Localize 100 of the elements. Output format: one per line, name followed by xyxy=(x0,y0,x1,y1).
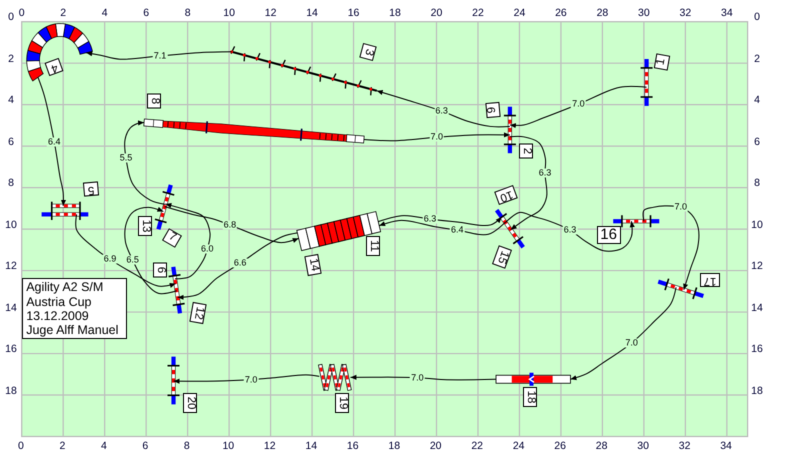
axis-label: 6 xyxy=(143,6,150,18)
course-line xyxy=(86,51,232,60)
axis-label: 16 xyxy=(751,343,763,356)
course-line xyxy=(164,206,300,244)
axis-label: 6 xyxy=(754,136,760,148)
axis-label: 10 xyxy=(751,218,763,231)
number-card: 20 xyxy=(182,393,197,414)
tunnel xyxy=(296,211,382,252)
curved-tunnel xyxy=(26,23,93,82)
axis-label: 10 xyxy=(5,218,17,231)
info-text: Austria Cup xyxy=(26,294,92,309)
hurdle xyxy=(613,215,660,228)
course-line xyxy=(350,374,497,380)
course-line xyxy=(378,220,506,236)
course-line xyxy=(173,374,320,384)
hurdle xyxy=(154,184,174,230)
axis-label: 0 xyxy=(8,11,14,24)
axis-label: 20 xyxy=(430,6,442,18)
course-line xyxy=(177,232,298,300)
distance-label: 6.9 xyxy=(102,254,118,264)
distance-label: 6.0 xyxy=(200,244,215,254)
axis-label: 8 xyxy=(184,6,191,18)
axis-label: 18 xyxy=(389,6,401,18)
hurdle xyxy=(504,106,516,154)
info-text: 13.12.2009 xyxy=(26,308,89,323)
axis-label: 8 xyxy=(754,177,760,190)
info-text: Juge Alff Manuel xyxy=(26,322,120,338)
weave-poles xyxy=(230,46,378,96)
axis-label: 34 xyxy=(721,6,733,18)
course-line xyxy=(376,90,510,128)
axis-label: 30 xyxy=(637,440,649,452)
distance-label: 6.3 xyxy=(422,214,438,224)
number-card: 5 xyxy=(82,182,99,197)
course-line xyxy=(75,214,176,288)
axis-label: 14 xyxy=(751,302,763,314)
axis-label: 0 xyxy=(18,440,24,452)
axis-label: 6 xyxy=(8,136,14,148)
axis-label: 30 xyxy=(638,6,650,18)
axis-label: 12 xyxy=(264,6,276,18)
axis-label: 18 xyxy=(5,384,17,397)
distance-label: 6.5 xyxy=(125,256,140,264)
axis-label: 10 xyxy=(223,6,235,18)
axis-label: 2 xyxy=(8,52,14,65)
axis-label: 12 xyxy=(264,440,276,452)
axis-label: 8 xyxy=(8,177,14,190)
axis-label: 4 xyxy=(8,94,14,106)
hurdle xyxy=(640,59,653,106)
axis-label: 18 xyxy=(388,440,400,452)
axis-label: 16 xyxy=(348,6,360,18)
distance-label: 7.0 xyxy=(674,202,688,212)
board-obstacle xyxy=(496,372,571,386)
axis-label: 24 xyxy=(512,440,524,452)
axis-label: 32 xyxy=(680,6,692,18)
axis-label: 14 xyxy=(306,6,318,18)
axis-label: 24 xyxy=(514,6,526,18)
course-line xyxy=(642,205,700,290)
hurdle xyxy=(168,266,185,314)
axis-label: 0 xyxy=(754,11,760,24)
number-card: 19 xyxy=(334,393,349,414)
course-line xyxy=(570,286,677,380)
distance-label: 6.6 xyxy=(232,258,248,268)
axis-label: 16 xyxy=(346,440,359,452)
axis-label: 8 xyxy=(184,440,190,452)
axis-label: 28 xyxy=(596,440,608,452)
axis-label: 4 xyxy=(102,6,108,18)
hurdle xyxy=(494,208,525,248)
number-card: 13 xyxy=(138,216,152,236)
axis-label: 26 xyxy=(554,440,566,452)
axis-label: 32 xyxy=(678,440,690,452)
axis-label: 28 xyxy=(596,6,608,18)
course-line xyxy=(124,120,166,205)
course-line xyxy=(37,76,66,206)
axis-label: 0 xyxy=(18,6,25,18)
distance-label: 6.3 xyxy=(562,226,578,235)
number-card: 2 xyxy=(518,144,533,159)
distance-label: 5.5 xyxy=(118,154,134,163)
number-card: 11 xyxy=(366,236,380,256)
distance-label: 6.3 xyxy=(538,168,552,178)
axis-label: 10 xyxy=(222,440,234,452)
axis-label: 2 xyxy=(754,52,760,65)
axis-label: 34 xyxy=(720,440,732,452)
distance-label: 6.3 xyxy=(434,106,449,116)
course-line xyxy=(505,212,635,252)
axis-label: 12 xyxy=(5,260,17,272)
axis-label: 12 xyxy=(751,260,763,272)
axis-label: 14 xyxy=(5,302,17,314)
axis-label: 20 xyxy=(430,440,442,452)
axis-label: 18 xyxy=(751,384,763,397)
axis-label: 22 xyxy=(472,6,484,18)
axis-label: 14 xyxy=(305,440,318,452)
number-card: 16 xyxy=(596,226,621,244)
distance-label: 7.0 xyxy=(429,132,444,142)
info-panel xyxy=(22,278,128,340)
long-jump xyxy=(318,364,352,391)
axis-label: 6 xyxy=(142,440,148,452)
course-line xyxy=(363,132,510,142)
number-card: 8 xyxy=(147,93,162,108)
course-line xyxy=(509,86,648,128)
axis-label: 26 xyxy=(555,6,567,18)
dog-walk xyxy=(143,118,365,144)
